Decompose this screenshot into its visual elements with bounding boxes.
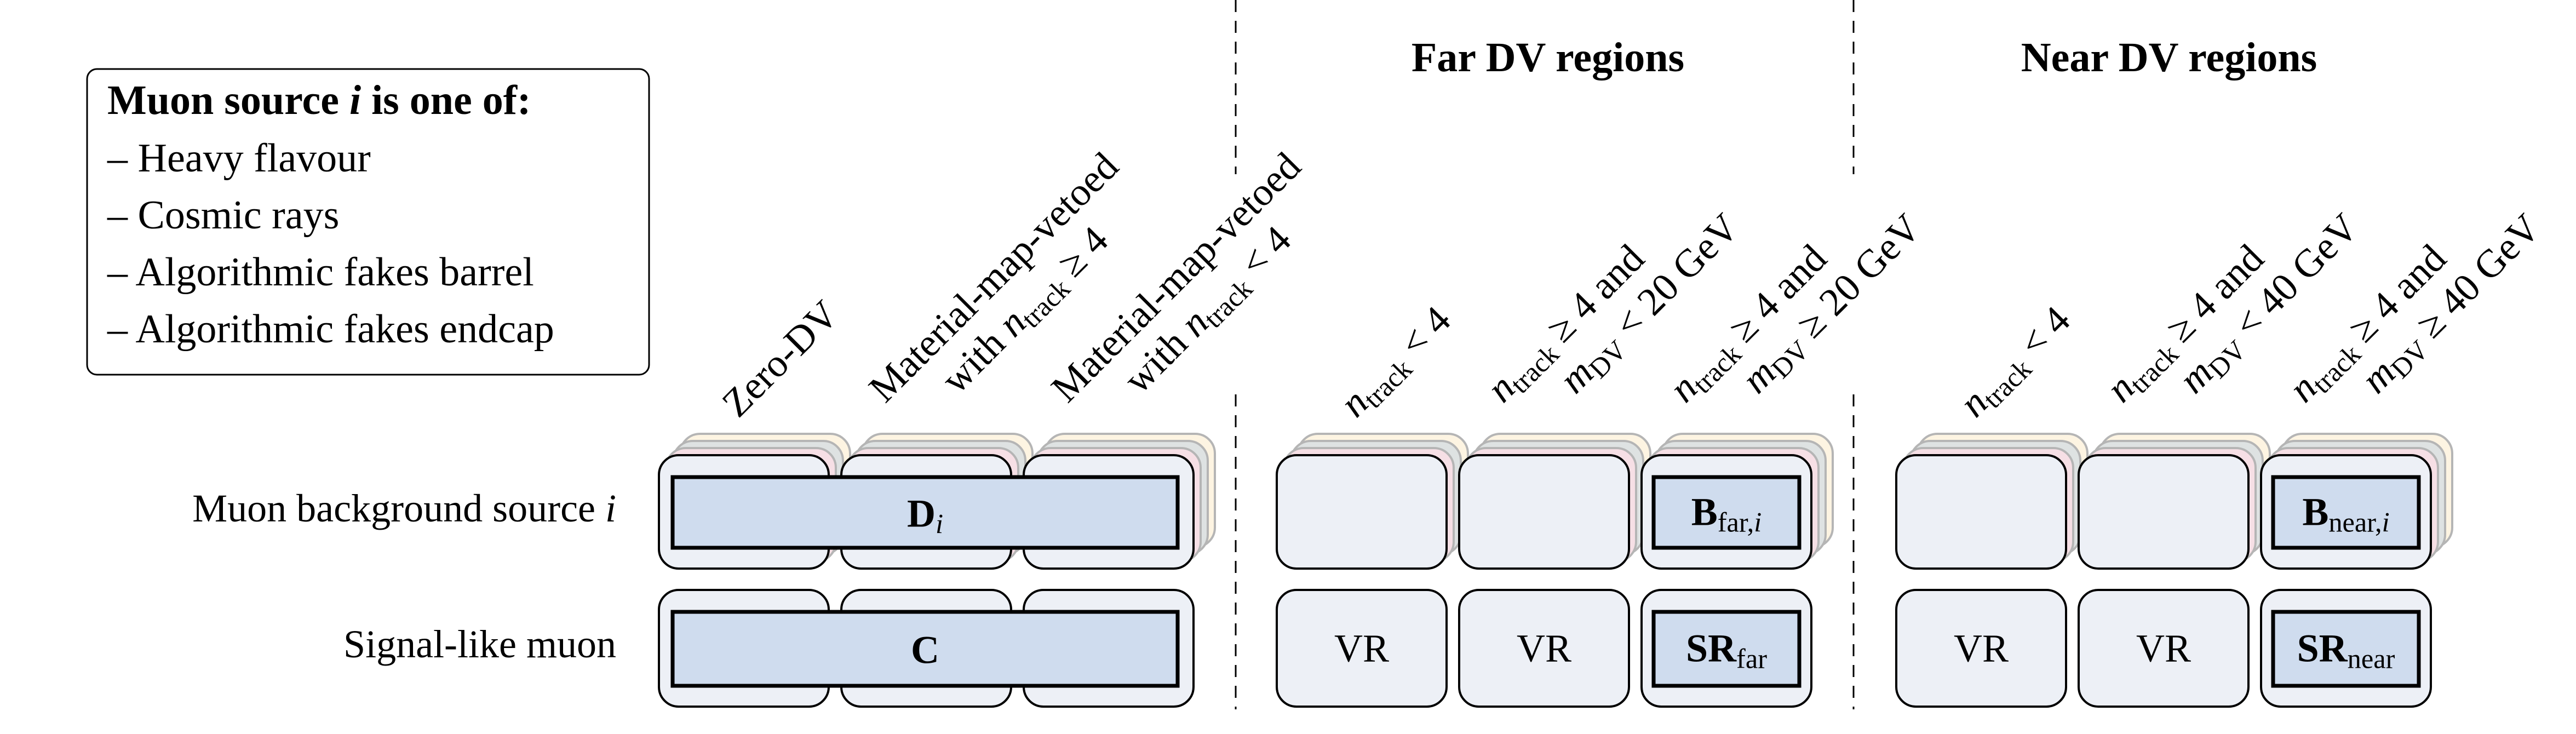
- control-region-label: Di: [907, 492, 943, 540]
- header-far-dv-regions: Far DV regions: [1412, 35, 1684, 81]
- legend-item: – Heavy flavour: [107, 136, 371, 181]
- control-region-label: C: [911, 628, 939, 672]
- region-label-sr-near: SRnear: [2297, 627, 2395, 674]
- background-region-cell: [1458, 454, 1630, 570]
- text-segment: B: [1691, 490, 1718, 534]
- legend-item: – Algorithmic fakes barrel: [107, 250, 534, 295]
- region-highlight-box: [1651, 610, 1802, 688]
- legend-item: – Algorithmic fakes endcap: [107, 307, 554, 352]
- text-segment: near,: [2328, 507, 2382, 538]
- background-region-cell: [1276, 454, 1448, 570]
- text-segment: VR: [1334, 627, 1389, 670]
- column-label-line: ntrack < 4: [1951, 297, 2081, 428]
- region-label-b-near: Bnear,i: [2302, 490, 2389, 538]
- text-segment: C: [911, 628, 939, 672]
- background-region-cell: [1895, 454, 2067, 570]
- signal-region-cell: [2078, 589, 2250, 708]
- row-label-signal-like-muon: Signal-like muon: [343, 622, 616, 666]
- legend-box: Muon source i is one of: – Heavy flavour…: [86, 68, 650, 376]
- text-segment: far: [1736, 644, 1767, 674]
- column-label-line: ntrack < 4: [1332, 297, 1462, 428]
- text-segment: Zero-DV: [714, 292, 847, 425]
- column-label-6: ntrack < 4: [1951, 297, 2081, 428]
- legend-item: – Cosmic rays: [107, 193, 339, 238]
- text-segment: i: [1754, 507, 1762, 538]
- text-segment: VR: [2136, 627, 2191, 670]
- text-segment: i: [2382, 507, 2390, 538]
- legend-title: Muon source i is one of:: [107, 77, 531, 123]
- region-label-b-far: Bfar,i: [1691, 490, 1762, 538]
- region-label-vr: VR: [2136, 627, 2191, 670]
- text-segment: i: [605, 486, 616, 530]
- region-label-vr: VR: [1954, 627, 2009, 670]
- column-label-3: ntrack < 4: [1332, 297, 1462, 428]
- background-region-cell: [2078, 454, 2250, 570]
- text-segment: near: [2348, 644, 2395, 674]
- region-label-vr: VR: [1334, 627, 1389, 670]
- row-label-muon-background-source: Muon background source i: [192, 486, 616, 530]
- signal-region-cell: [1458, 589, 1630, 708]
- signal-region-cell: [1895, 589, 2067, 708]
- text-segment: i: [936, 509, 943, 540]
- text-segment: SR: [1686, 627, 1737, 670]
- control-region-c-box: [670, 610, 1180, 688]
- text-segment: i: [349, 77, 361, 123]
- signal-region-cell: [1276, 589, 1448, 708]
- column-label-line: Zero-DV: [714, 292, 847, 425]
- text-segment: Signal-like muon: [343, 622, 616, 666]
- text-segment: Muon source: [107, 77, 349, 123]
- text-segment: far,: [1718, 507, 1754, 538]
- text-segment: D: [907, 492, 936, 536]
- control-region-d-box: [670, 475, 1180, 550]
- column-label-0: Zero-DV: [714, 292, 847, 425]
- region-label-vr: VR: [1517, 627, 1571, 670]
- text-segment: VR: [1517, 627, 1571, 670]
- region-label-sr-far: SRfar: [1686, 627, 1767, 674]
- text-segment: is one of:: [361, 77, 531, 123]
- region-highlight-box: [2271, 475, 2421, 550]
- text-segment: Muon background source: [192, 486, 605, 530]
- region-highlight-box: [1651, 475, 1802, 550]
- header-near-dv-regions: Near DV regions: [2021, 35, 2317, 81]
- text-segment: SR: [2297, 627, 2348, 670]
- text-segment: VR: [1954, 627, 2009, 670]
- text-segment: B: [2302, 490, 2328, 534]
- region-highlight-box: [2271, 610, 2421, 688]
